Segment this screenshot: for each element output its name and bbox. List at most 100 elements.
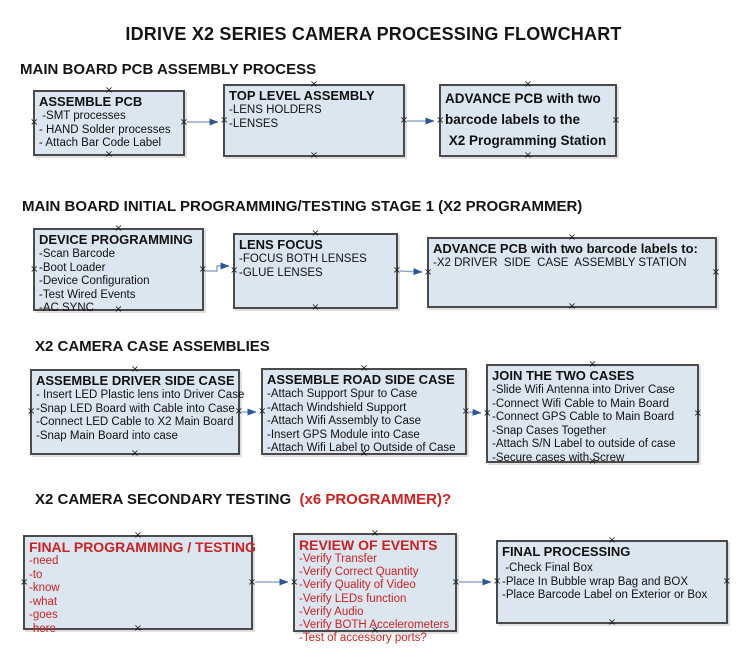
box-item: -Verify LEDs function	[299, 592, 407, 605]
box-item: -Check Final Box	[502, 562, 593, 574]
box-item: -Verify Audio	[299, 605, 364, 618]
arrow-device-programming-to-lens-focus	[206, 262, 230, 272]
box-item: - HAND Solder processes	[39, 123, 171, 136]
box-item: -Verify Correct Quantity	[299, 566, 419, 579]
box-item: -AC SYNC	[39, 302, 94, 314]
page-title: IDRIVE X2 SERIES CAMERA PROCESSING FLOWC…	[125, 24, 622, 44]
flow-box-lens-focus: LENS FOCUS -FOCUS BOTH LENSES-GLUE LENSE…	[230, 229, 401, 313]
connection-handle-icon: ×	[130, 448, 140, 459]
box-title: FINAL PROGRAMMING / TESTING	[29, 539, 256, 555]
box-items: - Insert LED Plastic lens into Driver Ca…	[36, 389, 245, 443]
box-item: -Test of accessory ports?	[299, 632, 427, 645]
box-item: -Connect Wifi Cable to Main Board	[492, 397, 670, 410]
flow-box-review-of-events: REVIEW OF EVENTS -Verify Transfer-Verify…	[290, 529, 460, 645]
box-item: -goes	[29, 609, 58, 621]
box-title: REVIEW OF EVENTS	[299, 537, 438, 553]
box-items: -X2 DRIVER SIDE CASE ASSEMBLY STATION	[433, 257, 712, 271]
box-item: -FOCUS BOTH LENSES	[239, 253, 367, 265]
box-item: -Device Configuration	[39, 275, 150, 287]
box-items: -Slide Wifi Antenna into Driver Case-Con…	[492, 384, 694, 465]
connection-handle-icon: ×	[711, 266, 720, 278]
flow-box-device-programming: DEVICE PROGRAMMING -Scan Barcode-Boot Lo…	[30, 224, 207, 315]
box-item: -GLUE LENSES	[239, 266, 323, 279]
box-title: ASSEMBLE DRIVER SIDE CASE	[36, 373, 235, 388]
arrow-road-case-to-join-cases	[468, 408, 482, 416]
connection-handle-icon: ×	[311, 302, 320, 313]
box-item: -Test Wired Events	[39, 288, 136, 301]
connection-handle-icon: ×	[290, 576, 299, 588]
flow-box-advance-pcb-driver-side: ADVANCE PCB with two barcode labels to: …	[424, 233, 720, 312]
box-title: DEVICE PROGRAMMING	[39, 232, 193, 247]
connection-handle-icon: ×	[436, 114, 445, 126]
section-heading-programmer-note: (x6 PROGRAMMER)?	[295, 491, 452, 508]
box-item: -Attach Wifi Label to Outside of Case	[267, 442, 456, 454]
box-item: -Verify Quality of Video	[299, 579, 416, 592]
connection-handle-icon: ×	[693, 407, 702, 419]
flow-box-final-processing: FINAL PROCESSING -Check Final Box-Place …	[493, 536, 731, 628]
connection-handle-icon: ×	[27, 406, 36, 417]
flow-box-join-the-two-cases: JOIN THE TWO CASES -Slide Wifi Antenna i…	[483, 360, 702, 467]
box-item: -Scan Barcode	[39, 248, 116, 260]
connection-handle-icon: ×	[309, 150, 319, 161]
box-title: ADVANCE PCB with two barcode labels to:	[433, 241, 698, 256]
box-title: ASSEMBLE ROAD SIDE CASE	[267, 372, 455, 387]
box-item: - Insert LED Plastic lens into Driver Ca…	[36, 389, 245, 401]
box-item: -Snap Cases Together	[492, 424, 607, 437]
box-item: -Attach Support Spur to Case	[267, 388, 418, 400]
box-item: -Attach S/N Label to outside of case	[492, 438, 676, 450]
connection-handle-icon: ×	[722, 576, 731, 587]
box-item: -Place In Bubble wrap Bag and BOX	[502, 575, 689, 588]
box-item: -Verify BOTH Accelerometers	[299, 619, 450, 632]
connection-handle-icon: ×	[424, 266, 433, 278]
box-items: -Scan Barcode-Boot Loader-Device Configu…	[39, 248, 199, 316]
box-items: -Attach Support Spur to Case-Attach Wind…	[267, 388, 462, 456]
section-heading-secondary-testing-text: X2 CAMERA SECONDARY TESTING	[35, 491, 296, 508]
connection-handle-icon: ×	[247, 576, 256, 588]
connection-handle-icon: ×	[30, 117, 39, 128]
connection-handle-icon: ×	[234, 406, 243, 417]
box-title: LENS FOCUS	[239, 237, 323, 252]
connection-handle-icon: ×	[483, 407, 492, 419]
box-item: -Slide Wifi Antenna into Driver Case	[492, 384, 675, 396]
flow-box-assemble-driver-side-case: ASSEMBLE DRIVER SIDE CASE - Insert LED P…	[27, 365, 245, 459]
flow-box-final-programming-testing: FINAL PROGRAMMING / TESTING -need-to-kno…	[20, 531, 256, 635]
flow-box-assemble-road-side-case: ASSEMBLE ROAD SIDE CASE -Attach Support …	[258, 364, 470, 459]
box-item: -Insert GPS Module into Case	[267, 428, 420, 441]
box-title: ASSEMBLE PCB	[39, 94, 143, 109]
box-item: -what	[29, 595, 58, 608]
section-heading-initial-programming: MAIN BOARD INITIAL PROGRAMMING/TESTING S…	[22, 198, 583, 215]
box-item: -Attach Wifi Assembly to Case	[267, 415, 422, 427]
box-item: -know	[29, 582, 60, 594]
box-title: JOIN THE TWO CASES	[492, 368, 635, 383]
box-title: TOP LEVEL ASSEMBLY	[229, 88, 375, 103]
box-title: FINAL PROCESSING	[502, 544, 631, 559]
box-items: -SMT processes- HAND Solder processes- A…	[39, 110, 180, 151]
connection-handle-icon: ×	[607, 617, 617, 628]
box-item: -here	[29, 622, 56, 635]
box-item: X2 Programming Station	[445, 133, 607, 148]
box-item: -Connect LED Cable to X2 Main Board	[36, 416, 234, 428]
connection-handle-icon: ×	[611, 114, 620, 126]
box-items: -Check Final Box-Place In Bubble wrap Ba…	[502, 562, 723, 603]
box-item: -Attach Windshield Support	[267, 401, 407, 414]
section-heading-case-assemblies: X2 CAMERA CASE ASSEMBLIES	[35, 338, 270, 355]
box-item: barcode labels to the	[445, 112, 581, 127]
flow-box-assemble-pcb: ASSEMBLE PCB -SMT processes- HAND Solder…	[30, 86, 188, 160]
section-heading-pcb-assembly: MAIN BOARD PCB ASSEMBLY PROCESS	[20, 61, 317, 78]
connection-handle-icon: ×	[461, 405, 470, 417]
box-items: -LENS HOLDERS-LENSES	[229, 104, 400, 131]
connection-handle-icon: ×	[392, 265, 401, 276]
box-item: -Verify Transfer	[299, 553, 377, 565]
box-item: -SMT processes	[39, 110, 126, 122]
connection-handle-icon: ×	[20, 576, 29, 588]
box-item: -need	[29, 555, 59, 567]
arrow-lens-focus-to-advance-pcb	[399, 268, 423, 276]
connection-handle-icon: ×	[230, 265, 239, 276]
connection-handle-icon: ×	[523, 150, 533, 161]
box-item: -LENS HOLDERS	[229, 104, 322, 116]
connection-handle-icon: ×	[258, 405, 267, 417]
connection-handle-icon: ×	[104, 149, 114, 160]
